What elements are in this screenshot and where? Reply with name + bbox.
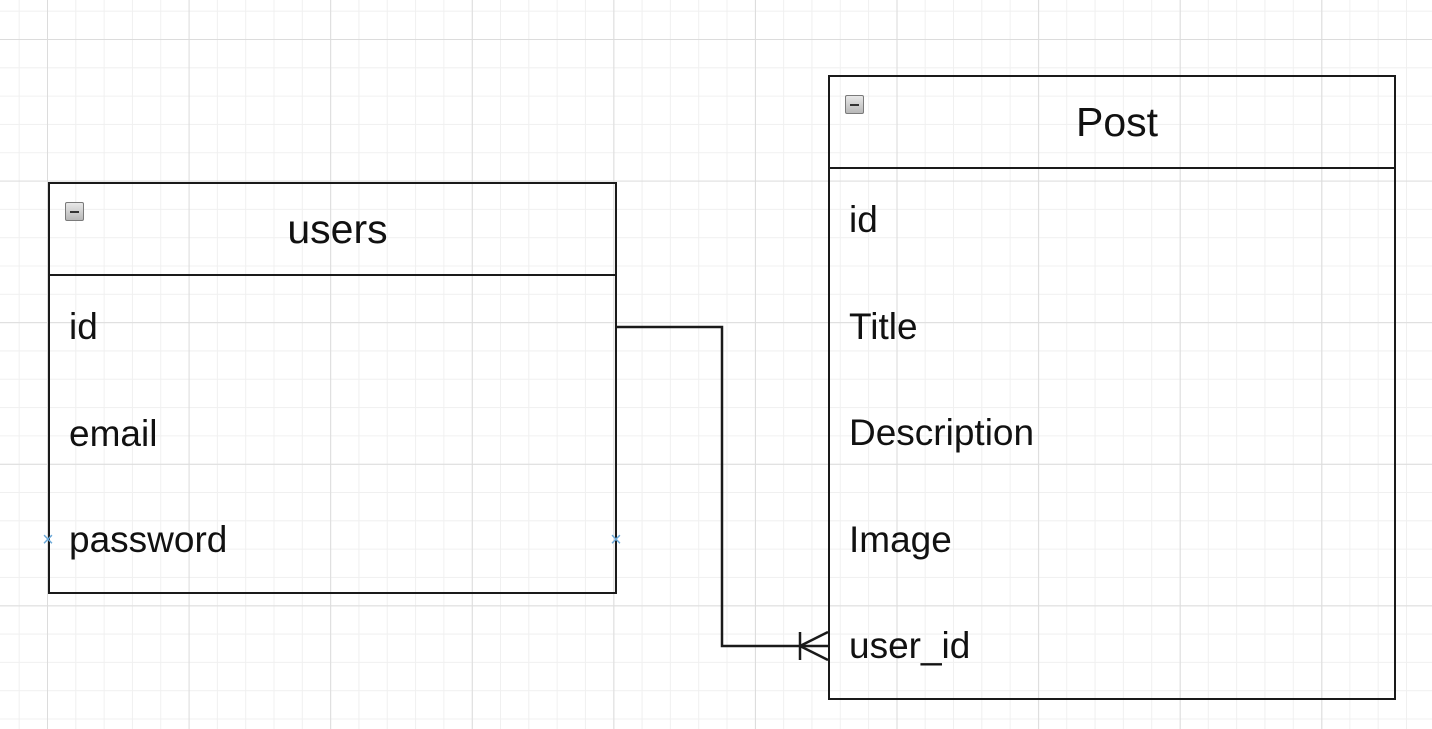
entity-post[interactable]: Post id Title Description Image user_id <box>828 75 1396 700</box>
field-users-email[interactable]: email <box>69 413 158 454</box>
entity-post-title: Post <box>1075 98 1159 145</box>
resize-handle-left-icon[interactable]: × <box>42 529 54 551</box>
field-users-id[interactable]: id <box>69 306 98 347</box>
collapse-icon[interactable] <box>845 95 864 114</box>
relationship-line <box>617 325 828 648</box>
field-post-image[interactable]: Image <box>849 519 952 560</box>
field-users-password[interactable]: password <box>69 519 228 560</box>
entity-post-header[interactable]: Post <box>830 77 1394 169</box>
field-post-user-id[interactable]: user_id <box>849 625 971 666</box>
entity-users[interactable]: users id email password <box>48 182 617 594</box>
entity-users-header[interactable]: users <box>50 184 615 276</box>
field-post-description[interactable]: Description <box>849 412 1035 453</box>
resize-handle-right-icon[interactable]: × <box>610 529 622 551</box>
field-post-title[interactable]: Title <box>849 306 918 347</box>
field-post-id[interactable]: id <box>849 199 878 240</box>
collapse-icon[interactable] <box>65 202 84 221</box>
crow-foot-many-icon <box>798 630 829 662</box>
entity-users-title: users <box>287 205 388 252</box>
